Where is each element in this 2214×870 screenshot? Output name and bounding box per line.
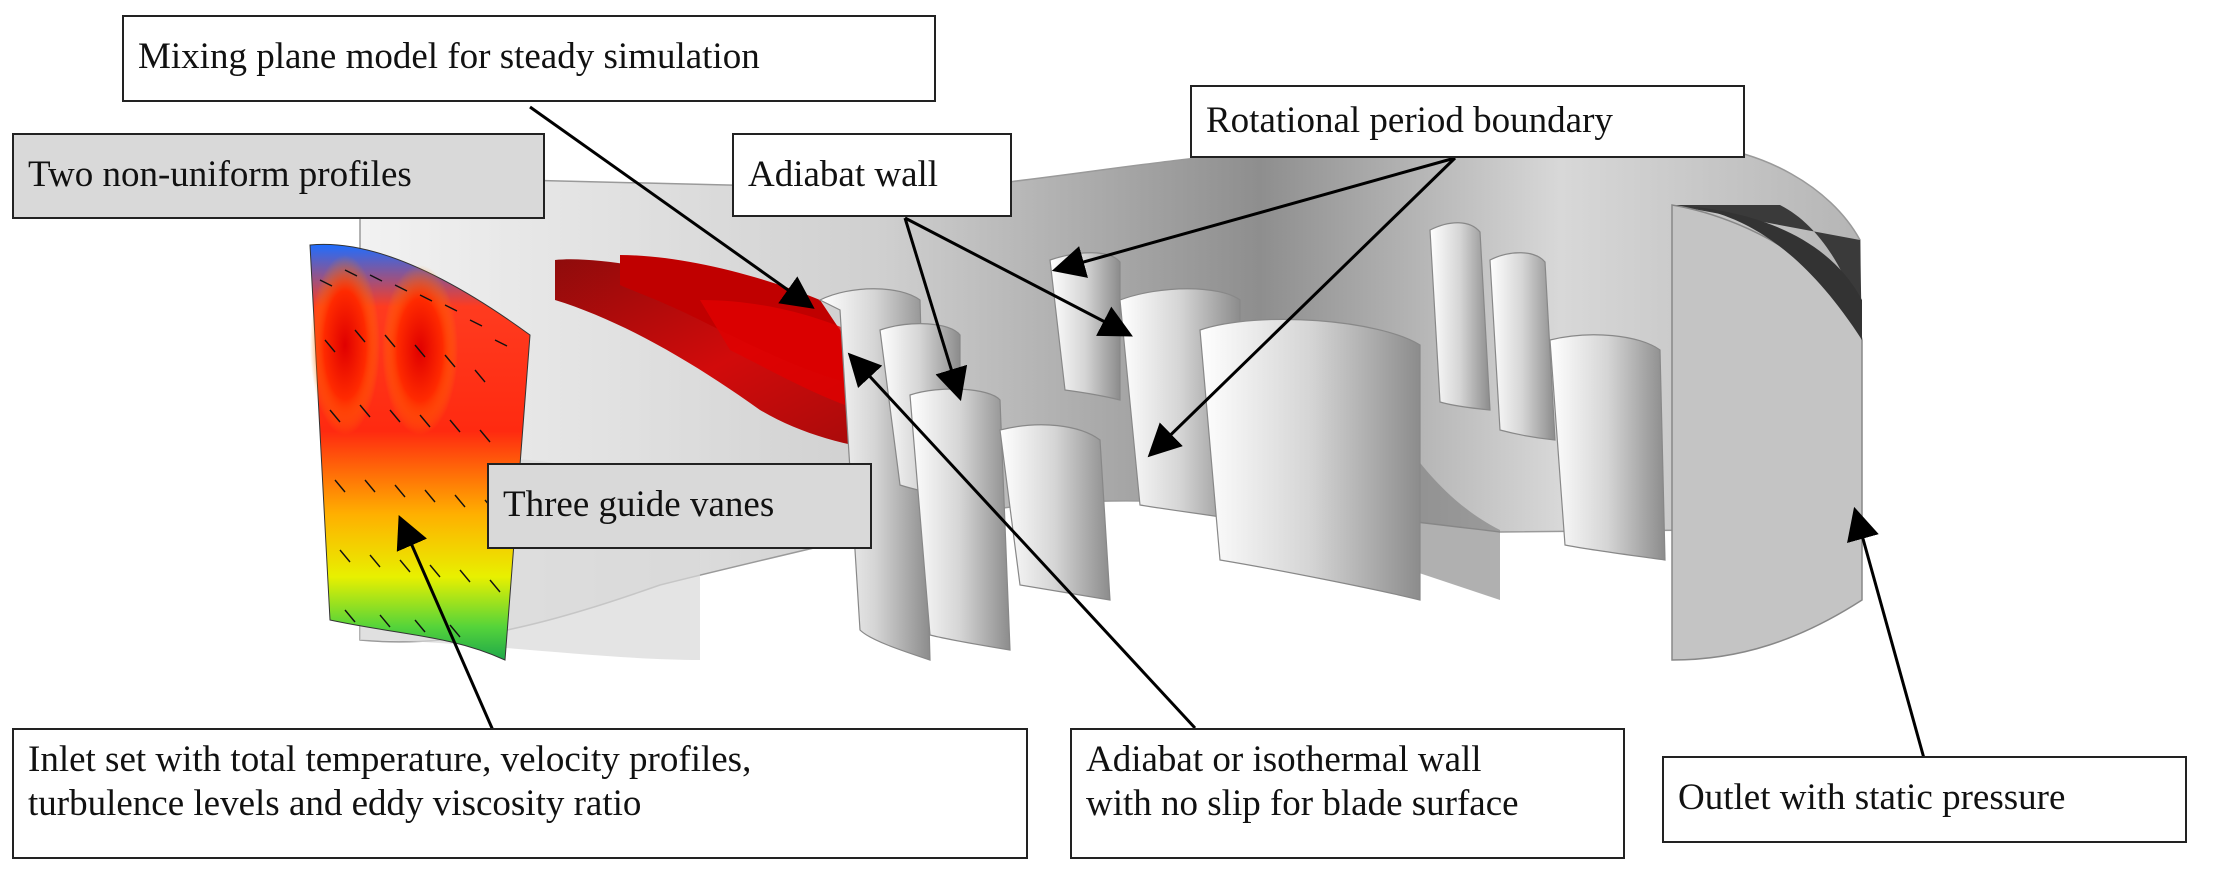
arrow-outlet	[1847, 506, 1927, 763]
label-mixing-plane: Mixing plane model for steady simulation	[122, 15, 936, 102]
arrow-inlet	[396, 514, 497, 736]
arrow-blade-surface	[847, 352, 1197, 730]
label-blade-wall-line2: with no slip for blade surface	[1086, 783, 1519, 825]
outlet-top	[1672, 205, 1862, 340]
label-three-vanes: Three guide vanes	[487, 463, 872, 549]
arrow-mixing-plane	[529, 105, 815, 309]
label-adiabat-wall: Adiabat wall	[732, 133, 1012, 217]
blade	[1429, 222, 1491, 411]
arrow-rotational-2	[1147, 156, 1457, 458]
blade	[999, 424, 1111, 601]
arrow-rotational-1	[1051, 156, 1456, 278]
arrow-adiabat-wall-1	[903, 217, 968, 402]
label-inlet-line1: Inlet set with total temperature, veloci…	[28, 739, 752, 780]
hot-spot	[310, 255, 380, 435]
velocity-vectors	[319, 269, 508, 638]
label-blade-wall-line1: Adiabat or isothermal wall	[1086, 739, 1482, 780]
label-rotational-boundary: Rotational period boundary	[1190, 85, 1745, 158]
blade	[1199, 318, 1421, 601]
label-blade-wall: Adiabat or isothermal wall with no slip …	[1070, 728, 1625, 859]
label-two-profiles: Two non-uniform profiles	[12, 133, 545, 219]
label-inlet-line2: turbulence levels and eddy viscosity rat…	[28, 783, 642, 825]
label-inlet: Inlet set with total temperature, veloci…	[12, 728, 1028, 859]
blade	[1489, 252, 1556, 441]
leader-arrows	[396, 105, 1927, 763]
label-outlet: Outlet with static pressure	[1662, 756, 2187, 843]
blades	[818, 222, 1666, 661]
blade	[1549, 334, 1666, 561]
inlet-profile	[309, 243, 531, 661]
arrow-adiabat-wall-2	[904, 216, 1133, 337]
